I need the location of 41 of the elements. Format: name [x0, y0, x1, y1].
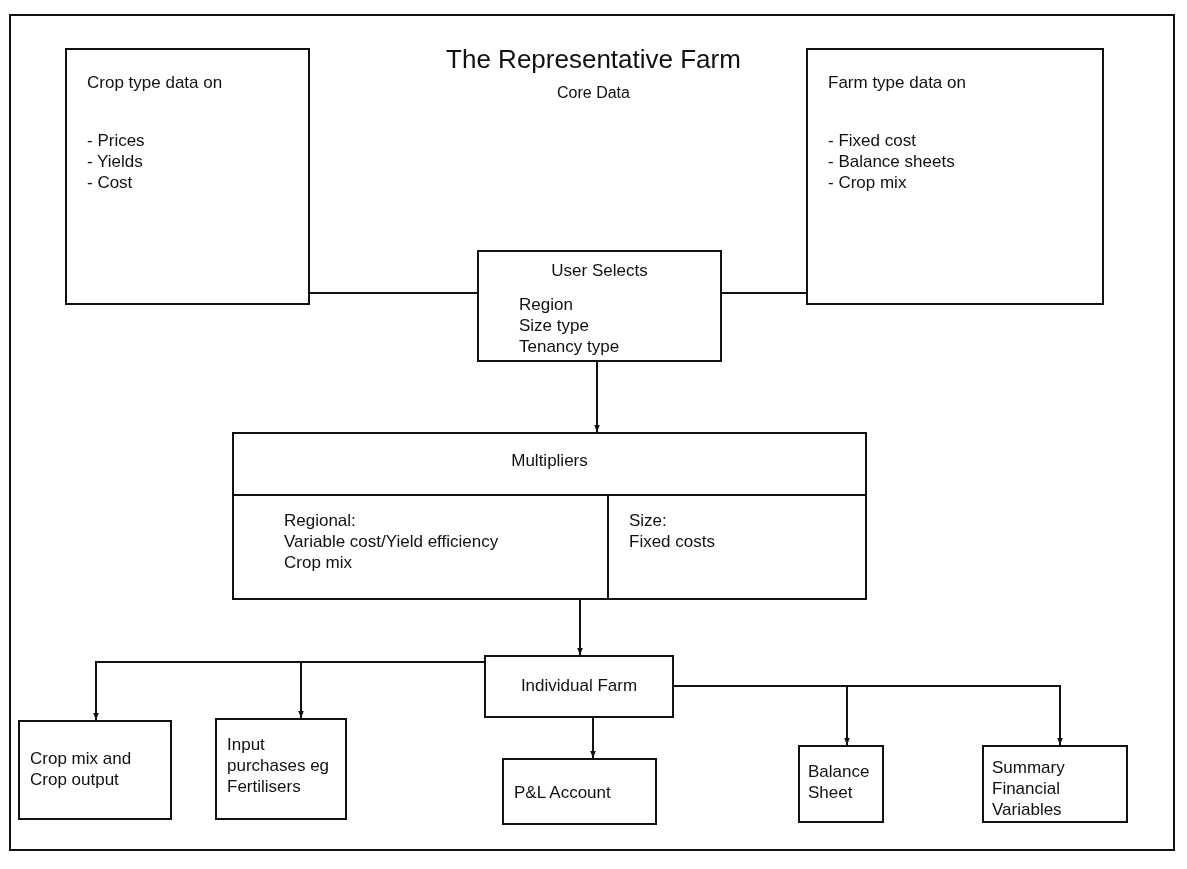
process-box: [65, 48, 310, 305]
box-heading: Farm type data on: [828, 72, 966, 93]
connector-line: [721, 292, 807, 294]
box-heading: Crop type data on: [87, 72, 223, 93]
box-text: - Cost: [87, 172, 133, 193]
box-heading: Regional:: [284, 510, 356, 531]
box-text: - Prices: [87, 130, 145, 151]
box-text: Multipliers: [510, 450, 589, 471]
box-text: Balance Sheet: [808, 761, 871, 803]
connector-line: [309, 292, 478, 294]
diagram-title: The Representative Farm: [445, 44, 742, 75]
box-text: Crop mix and Crop output: [30, 748, 133, 790]
box-text: Region: [519, 294, 573, 315]
box-text: Fixed costs: [629, 531, 715, 552]
process-box: [477, 250, 722, 362]
box-heading: Size:: [629, 510, 667, 531]
box-text: - Balance sheets: [828, 151, 955, 172]
box-text: Individual Farm: [519, 675, 639, 696]
box-text: Input purchases eg Fertilisers: [227, 734, 331, 797]
box-text: P&L Account: [514, 782, 612, 803]
box-text: Crop mix: [284, 552, 352, 573]
box-text: Tenancy type: [519, 336, 620, 357]
box-heading: User Selects: [550, 260, 649, 281]
box-text: Size type: [519, 315, 589, 336]
arrow: [594, 361, 600, 433]
box-text: - Yields: [87, 151, 143, 172]
arrow: [590, 717, 596, 759]
process-box: [502, 758, 657, 825]
process-box: [215, 718, 347, 820]
arrow: [298, 661, 485, 719]
process-box: [232, 432, 867, 600]
arrow: [577, 599, 583, 656]
box-text: Variable cost/Yield efficiency: [284, 531, 499, 552]
box-text: - Crop mix: [828, 172, 907, 193]
process-box: [484, 655, 674, 718]
process-box: [798, 745, 884, 823]
process-box: [806, 48, 1104, 305]
box-text: Summary Financial Variables: [992, 757, 1066, 820]
box-text: - Fixed cost: [828, 130, 916, 151]
process-box: [18, 720, 172, 820]
process-box: [982, 745, 1128, 823]
